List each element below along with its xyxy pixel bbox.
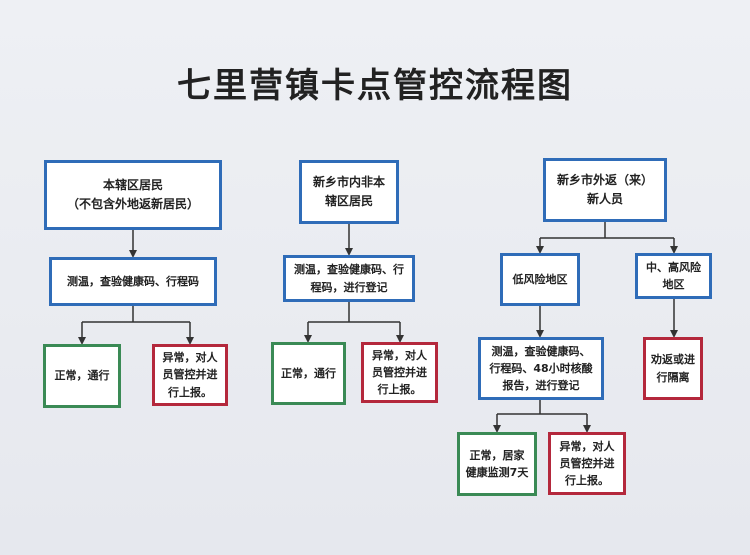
box-c3-abnormal: 异常，对人 员管控并进 行上报。 xyxy=(548,432,626,495)
box-c3-check: 测温，查验健康码、 行程码、48小时核酸 报告，进行登记 xyxy=(478,337,604,400)
box-local-residents: 本辖区居民 （不包含外地返新居民） xyxy=(44,160,222,230)
box-mid-high-risk-area: 中、高风险 地区 xyxy=(635,253,712,299)
box-xinxiang-non-local: 新乡市内非本 辖区居民 xyxy=(299,160,399,224)
box-c2-normal: 正常，通行 xyxy=(271,342,346,405)
box-outside-returnees: 新乡市外返（来） 新人员 xyxy=(543,158,667,222)
box-c2-check: 测温，查验健康码、行 程码，进行登记 xyxy=(283,255,415,302)
box-low-risk-area: 低风险地区 xyxy=(500,253,580,306)
box-c1-normal: 正常，通行 xyxy=(43,344,121,408)
box-c1-check: 测温，查验健康码、行程码 xyxy=(49,257,217,306)
box-c3-normal: 正常，居家 健康监测7天 xyxy=(457,432,537,496)
box-c1-abnormal: 异常，对人 员管控并进 行上报。 xyxy=(152,344,228,406)
flowchart-title: 七里营镇卡点管控流程图 xyxy=(177,66,573,106)
box-c2-abnormal: 异常，对人 员管控并进 行上报。 xyxy=(361,342,438,403)
box-persuade-or-isolate: 劝返或进 行隔离 xyxy=(643,337,703,400)
